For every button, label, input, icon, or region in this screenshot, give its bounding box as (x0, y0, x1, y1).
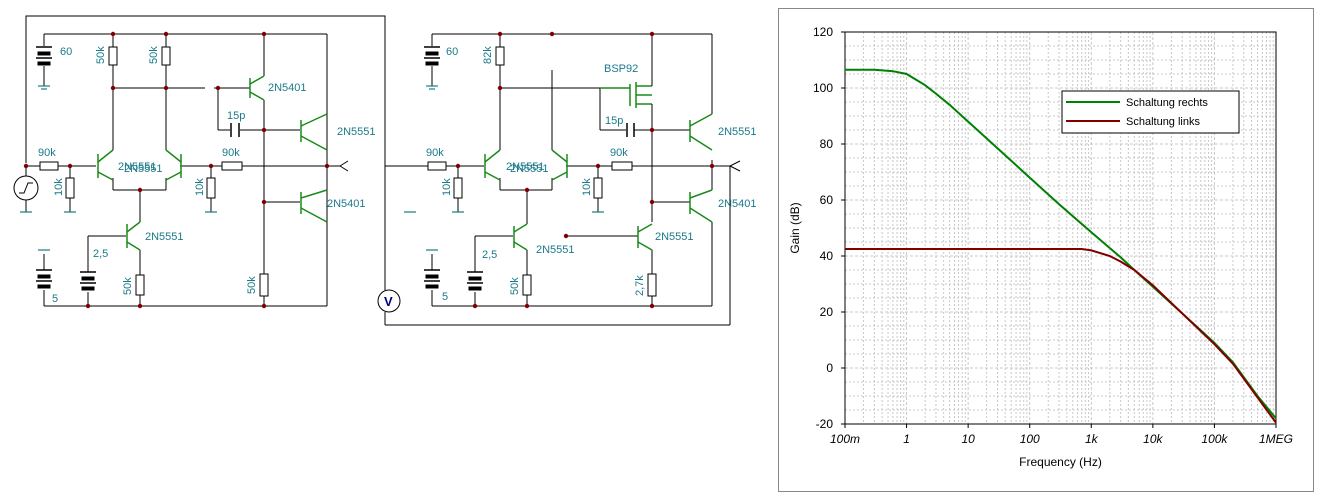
plot-frame (844, 31, 1277, 425)
label-q-pair2-left: 2N5551 (124, 163, 163, 175)
resistor-c1-right (495, 46, 505, 66)
resistor-gnd2-left (206, 177, 216, 199)
label-r-vas-right: 2,7k (634, 275, 646, 296)
resistor-vas-right (647, 273, 657, 297)
label-q-tail-left: 2N5551 (145, 231, 184, 243)
label-supply5-right: 5 (442, 291, 448, 303)
y-tick-label: 120 (813, 25, 833, 39)
x-tick-label: 1k (1085, 432, 1099, 446)
resistor-e-right (522, 274, 532, 296)
gain-plot-panel: 100m 1 10 100 1k 10k 100k 1MEG -20 0 20 40 60 80 100 12… (778, 8, 1314, 492)
battery-5-right (424, 254, 440, 289)
x-tick-label: 100m (830, 432, 860, 446)
label-r-vas-left: 50k (246, 276, 258, 294)
label-r-e-right: 50k (509, 277, 521, 295)
battery-bias-right (467, 271, 483, 291)
label-r-e-left: 50k (122, 277, 134, 295)
left-components: 60 5 2,5 90k 10k 50k 50k (13, 31, 376, 309)
y-tick-label: 40 (820, 249, 834, 263)
legend-box (1061, 90, 1240, 134)
label-q-vas-left: 2N5401 (268, 82, 307, 94)
y-tick-label: 0 (826, 361, 833, 375)
battery-5-left (36, 254, 52, 289)
resistor-gnd1-right (453, 177, 463, 199)
label-supply60-left: 60 (60, 46, 72, 58)
gain-plot: 100m 1 10 100 1k 10k 100k 1MEG -20 0 20 40 60 80 100 12… (788, 25, 1293, 469)
label-q-out-top-left: 2N5551 (337, 126, 376, 138)
resistor-vas-left (259, 273, 269, 297)
resistor-c1-left (108, 46, 118, 66)
battery-60-left (36, 46, 52, 66)
battery-bias-left (80, 271, 96, 291)
left-circuit (25, 15, 386, 307)
label-r-c1-right: 82k (482, 46, 494, 64)
resistor-fb-right (611, 161, 633, 171)
resistor-c2-left (161, 46, 171, 66)
resistor-in-left (39, 161, 59, 171)
label-supply60-right: 60 (446, 46, 458, 58)
y-tick-label: 100 (813, 81, 833, 95)
mosfet-bsp92 (600, 82, 652, 108)
battery-60-right (424, 46, 440, 66)
label-r-gnd1-right: 10k (441, 178, 453, 196)
resistor-gnd1-left (65, 177, 75, 199)
plot-series (845, 68, 1277, 424)
label-r-in-right: 90k (426, 147, 444, 159)
x-tick-label: 10k (1143, 432, 1163, 446)
meter-label: V (384, 294, 393, 309)
label-r-gnd2-right: 10k (581, 178, 593, 196)
x-tick-label: 1MEG (1259, 432, 1293, 446)
label-q-vas2-right: 2N5551 (655, 231, 694, 243)
y-tick-label: 80 (820, 137, 834, 151)
series-line-2 (845, 248, 1277, 424)
label-q-pair1-left: 2N5551 (118, 161, 157, 173)
label-r-gnd2-left: 10k (194, 178, 206, 196)
label-r-c2-left: 50k (148, 46, 160, 64)
x-tick-label: 100k (1201, 432, 1228, 446)
label-bias-left: 2,5 (93, 248, 108, 260)
y-axis-label: Gain (dB) (788, 202, 802, 253)
schematics: 60 5 2,5 90k 10k 50k 50k (13, 15, 757, 326)
label-q-tail-right: 2N5551 (536, 244, 575, 256)
label-q-out-bot-right: 2N5401 (718, 198, 757, 210)
label-r-in-left: 90k (38, 147, 56, 159)
y-tick-label: 20 (820, 305, 834, 319)
right-components: 60 5 2,5 90k 10k 82k 50k 90k (404, 31, 757, 309)
label-r-gnd1-left: 10k (53, 178, 65, 196)
resistor-fb-left (221, 161, 243, 171)
label-mosfet-right: BSP92 (604, 63, 638, 75)
y-tick-label: -20 (816, 417, 834, 431)
resistor-gnd2-right (593, 177, 603, 199)
label-r-c1-left: 50k (95, 46, 107, 64)
y-tick-label: 60 (820, 193, 834, 207)
label-q-out-top-right: 2N5551 (718, 126, 757, 138)
plot-ticks: 100m 1 10 100 1k 10k 100k 1MEG -20 0 20 40 60 80 100 12… (813, 25, 1293, 446)
legend-label: Schaltung links (1126, 116, 1200, 128)
resistor-e-left (135, 274, 145, 296)
label-cap-left: 15p (227, 110, 245, 122)
x-axis-label: Frequency (Hz) (1019, 455, 1102, 469)
label-bias-right: 2,5 (482, 249, 497, 261)
x-tick-label: 10 (961, 432, 975, 446)
label-q-pair1-right: 2N5551 (506, 161, 545, 173)
resistor-in-right (427, 161, 447, 171)
legend-label: Schaltung rechts (1126, 97, 1208, 109)
label-cap-right: 15p (605, 115, 623, 127)
label-r-fb-left: 90k (222, 147, 240, 159)
label-q-out-bot-left: 2N5401 (327, 198, 366, 210)
x-tick-label: 100 (1020, 432, 1040, 446)
x-tick-label: 1 (903, 432, 910, 446)
label-supply5-left: 5 (52, 293, 58, 305)
label-r-fb-right: 90k (610, 147, 628, 159)
label-q-pair2-right: 2N5551 (510, 163, 549, 175)
